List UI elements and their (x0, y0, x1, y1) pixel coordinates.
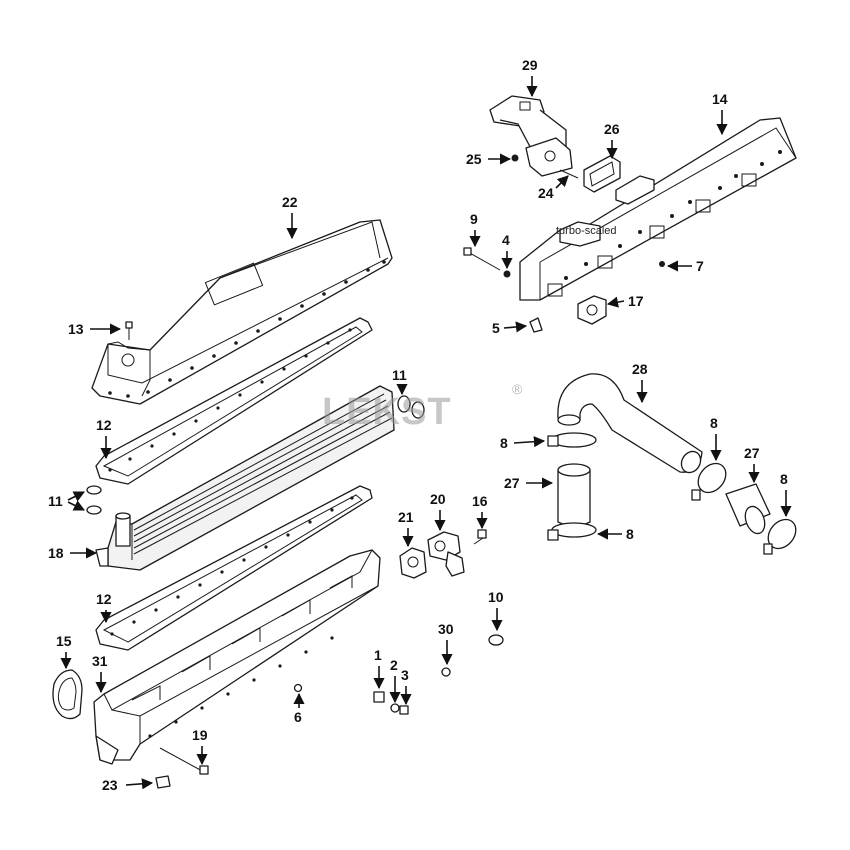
watermark-logo: LEKST (322, 391, 452, 433)
callout-5: 5 (492, 320, 500, 336)
part-11-orings-right (397, 395, 425, 419)
callout-12-lower: 12 (96, 591, 112, 607)
callout-10: 10 (488, 589, 504, 605)
part-24-bolt (559, 169, 579, 179)
part-18-aftercooler-core (95, 385, 395, 571)
callout-11-right: 11 (392, 367, 407, 383)
callout-8-lower-left: 8 (626, 526, 634, 542)
callout-6: 6 (294, 709, 302, 725)
callout-18: 18 (48, 545, 64, 561)
callout-8-upper-right: 8 (710, 415, 718, 431)
part-9-bolt (463, 247, 501, 271)
callout-20: 20 (430, 491, 446, 507)
part-23-bolt (155, 775, 171, 789)
callout-31: 31 (92, 653, 108, 669)
part-12-gasket-upper (95, 317, 373, 485)
part-8-clamp-right (763, 518, 797, 555)
parts-1-2-3-hardware (373, 691, 409, 715)
part-19-stud (159, 747, 209, 775)
part-20-water-outlet (427, 531, 465, 577)
callout-19: 19 (192, 727, 208, 743)
callout-27-right: 27 (744, 445, 760, 461)
callout-15: 15 (56, 633, 72, 649)
part-26-gasket (583, 155, 621, 193)
callout-2: 2 (390, 657, 398, 673)
callout-22: 22 (282, 194, 298, 210)
callout-28: 28 (632, 361, 648, 377)
part-25-nut (511, 154, 519, 162)
callout-17: 17 (628, 293, 644, 309)
part-29-turbo-elbow (489, 95, 573, 177)
callout-1: 1 (374, 647, 382, 663)
callout-14: 14 (712, 91, 728, 107)
part-8-clamp-upper-left (547, 432, 597, 448)
callout-12-upper: 12 (96, 417, 112, 433)
part-6-plug (293, 683, 303, 693)
callout-24: 24 (538, 185, 554, 201)
part-11-orings-left (86, 485, 102, 515)
callout-25: 25 (466, 151, 482, 167)
manifold-stamp: turbo-scaled (556, 225, 617, 237)
watermark-registered-mark: ® (512, 381, 523, 397)
part-8-clamp-upper-right (691, 462, 727, 501)
part-7-plug (659, 261, 665, 267)
callout-30: 30 (438, 621, 454, 637)
callout-29: 29 (522, 57, 538, 73)
part-8-clamp-lower-left (547, 522, 597, 541)
callout-23: 23 (102, 777, 118, 793)
part-27-hose-left (557, 463, 591, 527)
callout-27-left: 27 (504, 475, 520, 491)
part-22-aftercooler-cover (91, 219, 393, 405)
callout-26: 26 (604, 121, 620, 137)
part-13-bolt (125, 321, 133, 340)
part-16-bolt (473, 529, 487, 545)
callout-16: 16 (472, 493, 488, 509)
part-27-hose-right (725, 483, 771, 535)
callout-4: 4 (502, 232, 510, 248)
callout-8-upper-left: 8 (500, 435, 508, 451)
part-4-washer (503, 270, 511, 278)
callout-13: 13 (68, 321, 84, 337)
callout-3: 3 (401, 667, 409, 683)
part-14-exhaust-manifold: turbo-scaled (519, 117, 797, 301)
part-17-gasket (577, 295, 607, 325)
callout-7: 7 (696, 258, 704, 274)
part-28-intake-tube (557, 373, 703, 474)
part-21-gasket (399, 547, 427, 579)
callouts: 29 14 26 25 24 22 9 4 7 17 13 5 (48, 57, 792, 793)
part-30-plug (441, 667, 451, 677)
part-15-gasket (52, 669, 83, 720)
part-12-gasket-lower (95, 485, 373, 651)
callout-21: 21 (398, 509, 414, 525)
part-31-aftercooler-housing (93, 549, 381, 765)
callout-8-right: 8 (780, 471, 788, 487)
callout-11-left: 11 (48, 493, 63, 509)
callout-9: 9 (470, 211, 478, 227)
part-10-clip (488, 634, 504, 646)
part-5-clip (529, 317, 543, 333)
